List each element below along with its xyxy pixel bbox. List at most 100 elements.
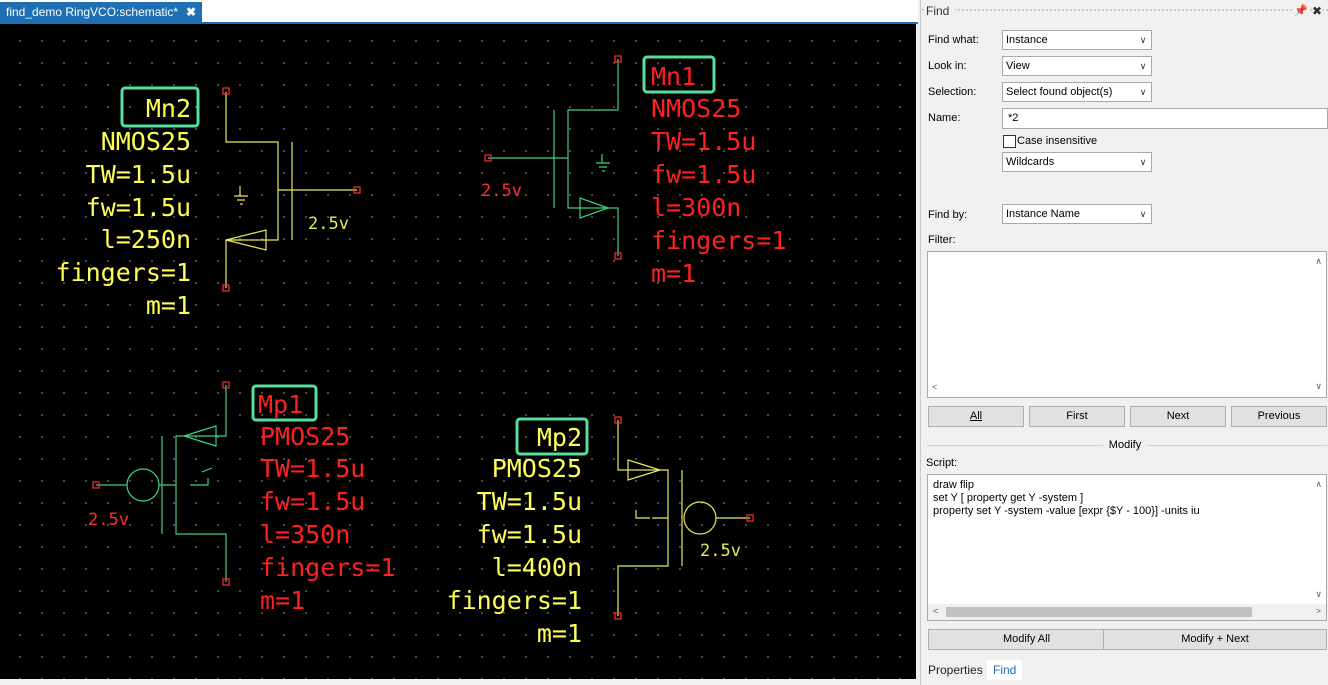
modify-section-label: Modify bbox=[1102, 439, 1148, 451]
Mn1-prop: NMOS25 bbox=[651, 94, 741, 123]
script-line: draw flip bbox=[933, 479, 974, 491]
schematic-canvas[interactable]: 2.5v Mn2 NMOS25 TW=1.5u fw=1.5u l=250n f… bbox=[0, 24, 916, 679]
scroll-left-icon[interactable]: < bbox=[932, 382, 938, 392]
instance-Mp1-labels: Mp1 PMOS25 TW=1.5u fw=1.5u l=350n finger… bbox=[258, 390, 395, 615]
scroll-up-icon[interactable]: ∧ bbox=[1315, 479, 1322, 489]
tab-properties-label: Properties bbox=[928, 663, 983, 677]
script-horizontal-scrollbar[interactable]: < > bbox=[928, 604, 1326, 620]
name-label: Name: bbox=[928, 112, 961, 124]
Mn1-prop: fw=1.5u bbox=[651, 160, 756, 189]
instance-Mn2-labels: Mn2 NMOS25 TW=1.5u fw=1.5u l=250n finger… bbox=[56, 94, 191, 320]
Mn2-prop: NMOS25 bbox=[101, 127, 191, 156]
selection-select[interactable]: Select found object(s) ∨ bbox=[1002, 82, 1152, 102]
find-by-value: Instance Name bbox=[1006, 208, 1080, 220]
Mp1-prop: PMOS25 bbox=[260, 422, 350, 451]
find-by-select[interactable]: Instance Name ∨ bbox=[1002, 204, 1152, 224]
Mn1-voltage-label: 2.5v bbox=[481, 181, 522, 201]
Mp2-prop: l=400n bbox=[492, 553, 582, 582]
selection-label: Selection: bbox=[928, 86, 977, 98]
chevron-down-icon: ∨ bbox=[1139, 209, 1147, 219]
match-mode-value: Wildcards bbox=[1006, 156, 1055, 168]
Mp1-voltage-label: 2.5v bbox=[88, 510, 129, 530]
find-panel-title-bar[interactable]: Find 📌 ✖ bbox=[921, 0, 1328, 22]
close-panel-icon[interactable]: ✖ bbox=[1311, 0, 1322, 22]
Mn2-prop: TW=1.5u bbox=[86, 160, 191, 189]
find-what-label: Find what: bbox=[928, 34, 979, 46]
chevron-down-icon: ∨ bbox=[1139, 87, 1147, 97]
script-label: Script: bbox=[926, 457, 958, 469]
Mp2-highlight-box bbox=[515, 417, 589, 456]
Mp2-prop: m=1 bbox=[537, 619, 582, 648]
find-all-label: All bbox=[969, 410, 983, 422]
close-tab-icon[interactable]: ✖ bbox=[186, 5, 197, 19]
instance-Mn1-labels: Mn1 NMOS25 TW=1.5u fw=1.5u l=300n finger… bbox=[651, 62, 786, 288]
Mn2-highlight-box bbox=[120, 86, 200, 128]
Mn2-prop: fw=1.5u bbox=[86, 193, 191, 222]
script-line: set Y [ property get Y -system ] bbox=[933, 492, 1084, 504]
case-insensitive-checkbox[interactable] bbox=[1003, 135, 1016, 148]
instance-Mn1-symbol[interactable] bbox=[484, 55, 622, 260]
find-what-value: Instance bbox=[1006, 34, 1048, 46]
Mn1-prop: TW=1.5u bbox=[651, 127, 756, 156]
Mn1-prop: m=1 bbox=[651, 259, 696, 288]
Mp1-prop: fw=1.5u bbox=[260, 487, 365, 516]
Mp1-prop: l=350n bbox=[260, 520, 350, 549]
find-previous-button[interactable]: Previous bbox=[1231, 406, 1327, 427]
instance-Mp1-symbol[interactable] bbox=[92, 381, 230, 586]
find-previous-label: Previous bbox=[1257, 410, 1301, 422]
find-panel: Find 📌 ✖ Find what: Instance ∨ Look in: … bbox=[920, 0, 1328, 685]
selection-value: Select found object(s) bbox=[1006, 86, 1113, 98]
Mn1-name: Mn1 bbox=[651, 62, 696, 91]
modify-next-button[interactable]: Modify + Next bbox=[1103, 629, 1327, 650]
scroll-down-icon[interactable]: ∨ bbox=[1315, 589, 1322, 599]
scroll-down-icon[interactable]: ∨ bbox=[1315, 381, 1322, 391]
modify-all-button[interactable]: Modify All bbox=[928, 629, 1125, 650]
Mp1-highlight-box bbox=[251, 384, 318, 422]
Mp1-name: Mp1 bbox=[258, 390, 303, 419]
Mn2-voltage-label: 2.5v bbox=[308, 214, 349, 234]
instance-Mp2-symbol[interactable] bbox=[614, 416, 754, 620]
find-by-label: Find by: bbox=[928, 209, 968, 221]
Mn2-prop: l=250n bbox=[101, 225, 191, 254]
name-input[interactable]: *2 bbox=[1002, 108, 1328, 129]
modify-next-label: Modify + Next bbox=[1181, 633, 1249, 645]
scrollbar-thumb[interactable] bbox=[946, 607, 1252, 617]
scroll-right-icon[interactable]: > bbox=[1315, 606, 1321, 616]
find-first-button[interactable]: First bbox=[1029, 406, 1125, 427]
document-tab[interactable]: find_demo RingVCO:schematic* ✖ bbox=[0, 2, 203, 23]
Mp2-voltage-label: 2.5v bbox=[700, 541, 741, 561]
case-insensitive-label: Case insensitive bbox=[1017, 135, 1098, 147]
scroll-up-icon[interactable]: ∧ bbox=[1315, 256, 1322, 266]
look-in-select[interactable]: View ∨ bbox=[1002, 56, 1152, 76]
filter-label: Filter: bbox=[928, 234, 956, 246]
find-what-select[interactable]: Instance ∨ bbox=[1002, 30, 1152, 50]
panel-bottom-tabs: Properties Find bbox=[921, 659, 1328, 685]
find-next-label: Next bbox=[1166, 410, 1190, 422]
tab-properties[interactable]: Properties bbox=[922, 660, 989, 680]
find-next-button[interactable]: Next bbox=[1130, 406, 1226, 427]
filter-textarea[interactable]: ∧ ∨ < bbox=[927, 251, 1327, 398]
match-mode-select[interactable]: Wildcards ∨ bbox=[1002, 152, 1152, 172]
chevron-down-icon: ∨ bbox=[1139, 61, 1147, 71]
look-in-label: Look in: bbox=[928, 60, 967, 72]
name-input-value: *2 bbox=[1008, 112, 1019, 124]
pin-icon[interactable]: 📌 bbox=[1294, 0, 1308, 22]
Mp2-name: Mp2 bbox=[537, 423, 582, 452]
find-first-label: First bbox=[1066, 410, 1088, 422]
Mp1-prop: fingers=1 bbox=[260, 553, 395, 582]
modify-all-label: Modify All bbox=[1002, 633, 1051, 645]
Mp2-prop: fw=1.5u bbox=[477, 520, 582, 549]
find-all-button[interactable]: All bbox=[928, 406, 1024, 427]
Mp2-prop: fingers=1 bbox=[447, 586, 582, 615]
Mp2-prop: PMOS25 bbox=[492, 454, 582, 483]
Mn2-prop: fingers=1 bbox=[56, 258, 191, 287]
tab-find[interactable]: Find bbox=[987, 660, 1023, 680]
script-line: property set Y -system -value [expr {$Y … bbox=[933, 505, 1200, 517]
find-panel-title: Find bbox=[926, 4, 956, 18]
modify-section-heading: Modify bbox=[921, 439, 1328, 451]
scroll-left-icon[interactable]: < bbox=[933, 606, 939, 616]
instance-Mn2-symbol[interactable] bbox=[222, 87, 361, 292]
script-textarea[interactable]: draw flip set Y [ property get Y -system… bbox=[927, 474, 1327, 621]
tab-find-label: Find bbox=[993, 663, 1017, 677]
document-tab-strip: find_demo RingVCO:schematic* ✖ bbox=[0, 0, 918, 24]
